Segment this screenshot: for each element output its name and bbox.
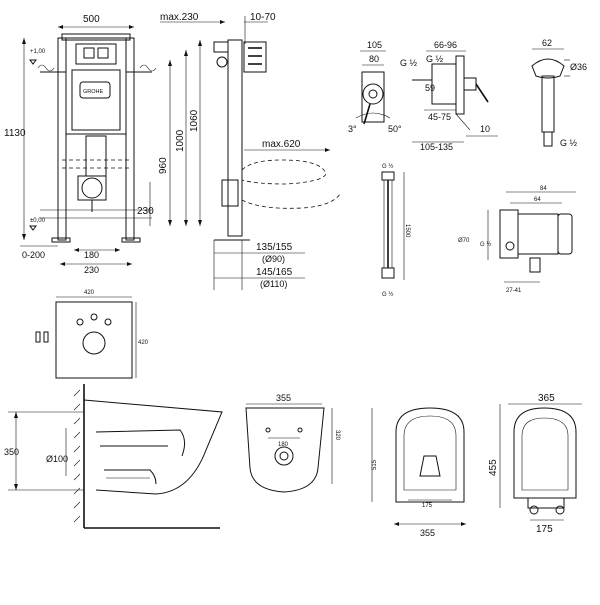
dim-230-side: 230 bbox=[137, 206, 154, 217]
dim-960: 960 bbox=[158, 157, 169, 174]
angle-3: 3° bbox=[348, 124, 357, 134]
dim-84: 84 bbox=[540, 186, 547, 192]
dim-width-500: 500 bbox=[83, 14, 100, 25]
dim-27-41: 27-41 bbox=[506, 288, 522, 294]
dim-1000: 1000 bbox=[175, 129, 186, 152]
bowl-top-length-515: 515 bbox=[372, 459, 378, 470]
thread-g-half-a: G ½ bbox=[400, 58, 418, 68]
hose-thread-bottom: G ½ bbox=[382, 291, 393, 298]
dim-80: 80 bbox=[369, 54, 379, 64]
dim-45-75: 45-75 bbox=[428, 112, 451, 122]
brand-label: GROHE bbox=[83, 89, 104, 95]
bowl-side-view: 350 Ø100 bbox=[4, 384, 223, 529]
seat-length-455: 455 bbox=[488, 459, 499, 476]
mounting-plate-drawing: 420 420 bbox=[35, 290, 149, 379]
dim-180: 180 bbox=[84, 250, 99, 260]
dim-64: 64 bbox=[534, 197, 541, 203]
bowl-back-view: 355 180 320 bbox=[245, 393, 340, 493]
hand-shower-drawing: 62 Ø36 G ½ bbox=[531, 38, 587, 148]
level-plus-label: +1,00 bbox=[30, 49, 46, 55]
thread-g-half-b: G ½ bbox=[426, 54, 444, 64]
bowl-back-height-320: 320 bbox=[334, 430, 340, 441]
seat-dim-175: 175 bbox=[536, 524, 553, 535]
bowl-outlet-dia-100: Ø100 bbox=[46, 454, 68, 464]
toilet-seat-view: 365 455 175 bbox=[488, 393, 582, 535]
dim-dia-70: Ø70 bbox=[458, 238, 470, 244]
installation-frame-side: max.230 10-70 960 1000 1060 230 max.620 bbox=[137, 12, 341, 290]
dim-105-135: 105-135 bbox=[420, 142, 453, 152]
dim-dia-36: Ø36 bbox=[570, 62, 587, 72]
dim-dia-90: (Ø90) bbox=[262, 254, 285, 264]
dim-10: 10 bbox=[480, 124, 490, 134]
dim-range-0-200: 0-200 bbox=[22, 250, 45, 260]
concealed-mixer-drawing: 105 80 3° 50° 66-96 G ½ G ½ 59 45-75 10 … bbox=[348, 40, 498, 152]
bowl-top-view: 515 175 355 bbox=[371, 407, 466, 538]
plate-height-420: 420 bbox=[138, 340, 149, 346]
dim-145-165: 145/165 bbox=[256, 267, 293, 278]
bowl-back-width-355: 355 bbox=[276, 393, 291, 403]
bowl-top-dim-175: 175 bbox=[422, 503, 433, 509]
holder-thread-g-half: G ½ bbox=[480, 241, 491, 248]
dim-105: 105 bbox=[367, 40, 382, 50]
dim-62: 62 bbox=[542, 38, 552, 48]
angle-50: 50° bbox=[388, 124, 402, 134]
dim-1060: 1060 bbox=[189, 109, 200, 132]
dim-height-1130: 1130 bbox=[4, 128, 26, 139]
dim-dia-110: (Ø110) bbox=[260, 279, 287, 289]
hose-length-1500: 1500 bbox=[404, 224, 410, 238]
dim-230-bottom: 230 bbox=[84, 265, 99, 275]
level-zero-label: ±0,00 bbox=[30, 218, 46, 224]
seat-width-365: 365 bbox=[538, 393, 555, 404]
frame-dimensions: 500 1130 +1,00 ±0,00 0-200 180 230 bbox=[4, 14, 134, 275]
dim-135-155: 135/155 bbox=[256, 242, 293, 253]
dim-max-620: max.620 bbox=[262, 139, 301, 150]
installation-frame-front: GROHE bbox=[37, 33, 157, 243]
shower-hose-drawing: G ½ G ½ 1500 bbox=[381, 163, 410, 298]
bowl-back-dim-180: 180 bbox=[278, 442, 289, 448]
plate-width-420: 420 bbox=[84, 290, 95, 296]
shower-thread-g-half: G ½ bbox=[560, 138, 578, 148]
bowl-height-350: 350 bbox=[4, 447, 19, 457]
hose-thread-top: G ½ bbox=[382, 163, 393, 170]
dim-59: 59 bbox=[425, 83, 435, 93]
dim-66-96: 66-96 bbox=[434, 40, 457, 50]
bowl-top-width-355: 355 bbox=[420, 528, 435, 538]
dim-max-230: max.230 bbox=[160, 12, 199, 23]
dim-10-70: 10-70 bbox=[250, 12, 276, 23]
wall-holder-drawing: 84 64 Ø70 G ½ 27-41 bbox=[458, 186, 576, 294]
